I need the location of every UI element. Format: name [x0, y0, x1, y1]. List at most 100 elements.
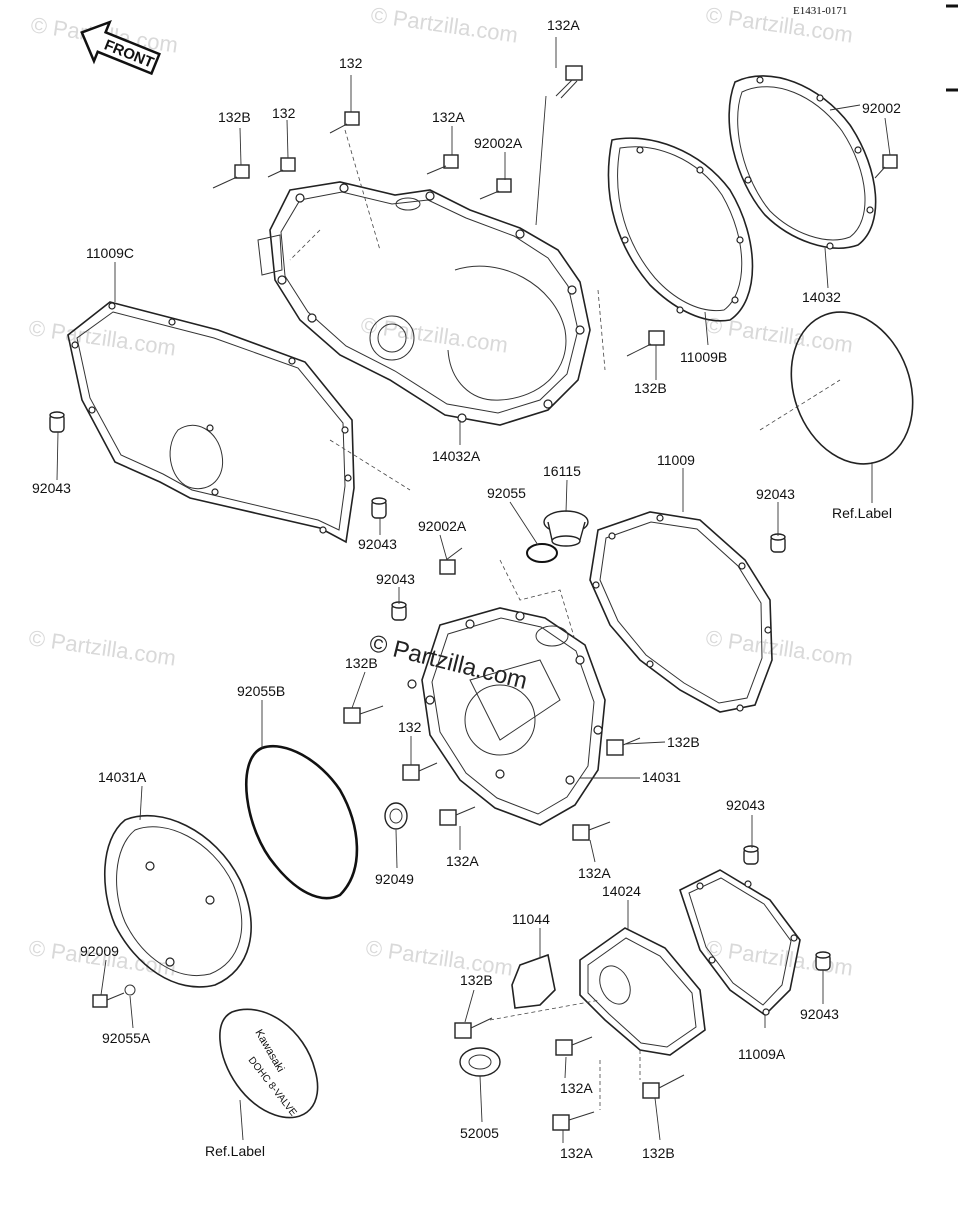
bolt-icon — [555, 65, 583, 99]
callout-92002a: 92002A — [474, 135, 523, 151]
bolt-icon — [874, 154, 898, 179]
o-ring-92055 — [526, 543, 558, 563]
callout-labels: 132A 132 132B 132 132A 92002A 92002 1100… — [32, 17, 901, 1161]
cover-bolt-holes — [277, 183, 585, 423]
oil-filler-cap-icon — [543, 510, 589, 547]
bolt-icon — [479, 178, 512, 200]
callout-92002a: 92002A — [418, 518, 467, 534]
gasket-11009b — [607, 137, 754, 322]
bolt-icon — [606, 737, 641, 756]
callout-132a: 132A — [432, 109, 465, 125]
callout-132b: 132B — [218, 109, 251, 125]
bolt-icon — [439, 547, 463, 575]
gasket-holes — [592, 514, 772, 712]
callout-92002: 92002 — [862, 100, 901, 116]
callout-11009c: 11009C — [86, 245, 134, 261]
callout-11009a: 11009A — [738, 1046, 786, 1062]
dowel-pin-icon — [391, 601, 407, 621]
watermark: © Partzilla.com — [369, 2, 519, 47]
bolt-icon — [626, 330, 665, 357]
dowel-pin-icon — [815, 951, 831, 971]
gasket-holes — [71, 302, 352, 534]
leader-lines — [56, 37, 891, 1143]
bolt-icon — [439, 806, 476, 826]
gasket-holes — [621, 146, 744, 314]
watermark: © Partzilla.com — [27, 625, 177, 670]
callout-ref-label: Ref.Label — [205, 1143, 265, 1159]
callout-92043: 92043 — [32, 480, 71, 496]
callout-92043: 92043 — [376, 571, 415, 587]
callout-92043: 92043 — [756, 486, 795, 502]
callout-11009b: 11009B — [680, 349, 727, 365]
watermarks: © Partzilla.com © Partzilla.com © Partzi… — [27, 2, 854, 980]
callout-14024: 14024 — [602, 883, 641, 899]
gasket-11009c — [67, 301, 355, 544]
cover-bolt-holes — [407, 611, 603, 785]
crankcase-cover-14032a — [269, 181, 591, 426]
callout-132a: 132A — [560, 1145, 593, 1161]
callout-92009: 92009 — [80, 943, 119, 959]
dowel-pin-icon — [743, 845, 759, 865]
generator-cover-14031 — [421, 607, 606, 826]
watermark: © Partzilla.com — [704, 625, 854, 670]
assembly-lines — [289, 129, 841, 1110]
callout-132a: 132A — [446, 853, 479, 869]
bolt-icon — [267, 157, 296, 178]
oil-seal-icon — [459, 1047, 501, 1077]
bolt-icon — [402, 762, 438, 781]
callout-132b: 132B — [345, 655, 378, 671]
callout-132b: 132B — [460, 972, 493, 988]
bolt-icon — [552, 1111, 595, 1131]
bracket-11044 — [511, 953, 556, 1009]
callout-92049: 92049 — [375, 871, 414, 887]
dowel-pin-icon — [770, 533, 786, 553]
o-ring-92055a — [124, 984, 136, 996]
callout-132a: 132A — [560, 1080, 593, 1096]
watermark: © Partzilla.com — [704, 935, 854, 980]
dowel-pin-icon — [371, 497, 387, 519]
callout-92055: 92055 — [487, 485, 526, 501]
callout-92043: 92043 — [358, 536, 397, 552]
callout-11009: 11009 — [657, 452, 695, 468]
clutch-outer-cover-14032 — [728, 75, 877, 249]
callout-92043: 92043 — [800, 1006, 839, 1022]
bolt-icon — [212, 164, 250, 189]
callout-14031a: 14031A — [98, 769, 147, 785]
callout-132b: 132B — [642, 1145, 675, 1161]
ref-label-badge: Kawasaki DOHC 8-VALVE — [219, 1008, 319, 1119]
gasket-holes — [696, 880, 798, 1016]
cover-14024 — [579, 927, 706, 1056]
callout-52005: 52005 — [460, 1125, 499, 1141]
callout-14032: 14032 — [802, 289, 841, 305]
gasket-11009a — [679, 869, 801, 1017]
o-ring-92055b — [244, 745, 359, 900]
bolt-icon — [642, 1074, 685, 1099]
callout-132: 132 — [398, 719, 422, 735]
callout-14031: 14031 — [642, 769, 681, 785]
cover-bolt-holes — [744, 76, 874, 250]
callout-132a: 132A — [547, 17, 580, 33]
callout-ref-label: Ref.Label — [832, 505, 892, 521]
outer-cover-14031a — [103, 815, 252, 988]
callout-132: 132 — [339, 55, 363, 71]
cover-bolt-holes — [145, 861, 215, 967]
dowel-pin-icon — [49, 411, 65, 433]
bolt-icon — [555, 1036, 593, 1056]
gasket-11009 — [589, 511, 773, 713]
callout-132: 132 — [272, 105, 296, 121]
oil-seal-icon — [384, 802, 408, 830]
callout-92055a: 92055A — [102, 1030, 151, 1046]
callout-16115: 16115 — [543, 463, 581, 479]
bolt-icon — [343, 705, 384, 724]
callout-92043: 92043 — [726, 797, 765, 813]
callout-132b: 132B — [634, 380, 667, 396]
callout-11044: 11044 — [512, 911, 550, 927]
watermark: © Partzilla.com — [27, 315, 177, 360]
bolt-icon — [572, 821, 611, 841]
bolt-icon — [92, 992, 125, 1008]
bolt-icon — [329, 111, 360, 134]
callout-14032a: 14032A — [432, 448, 481, 464]
callout-132b: 132B — [667, 734, 700, 750]
